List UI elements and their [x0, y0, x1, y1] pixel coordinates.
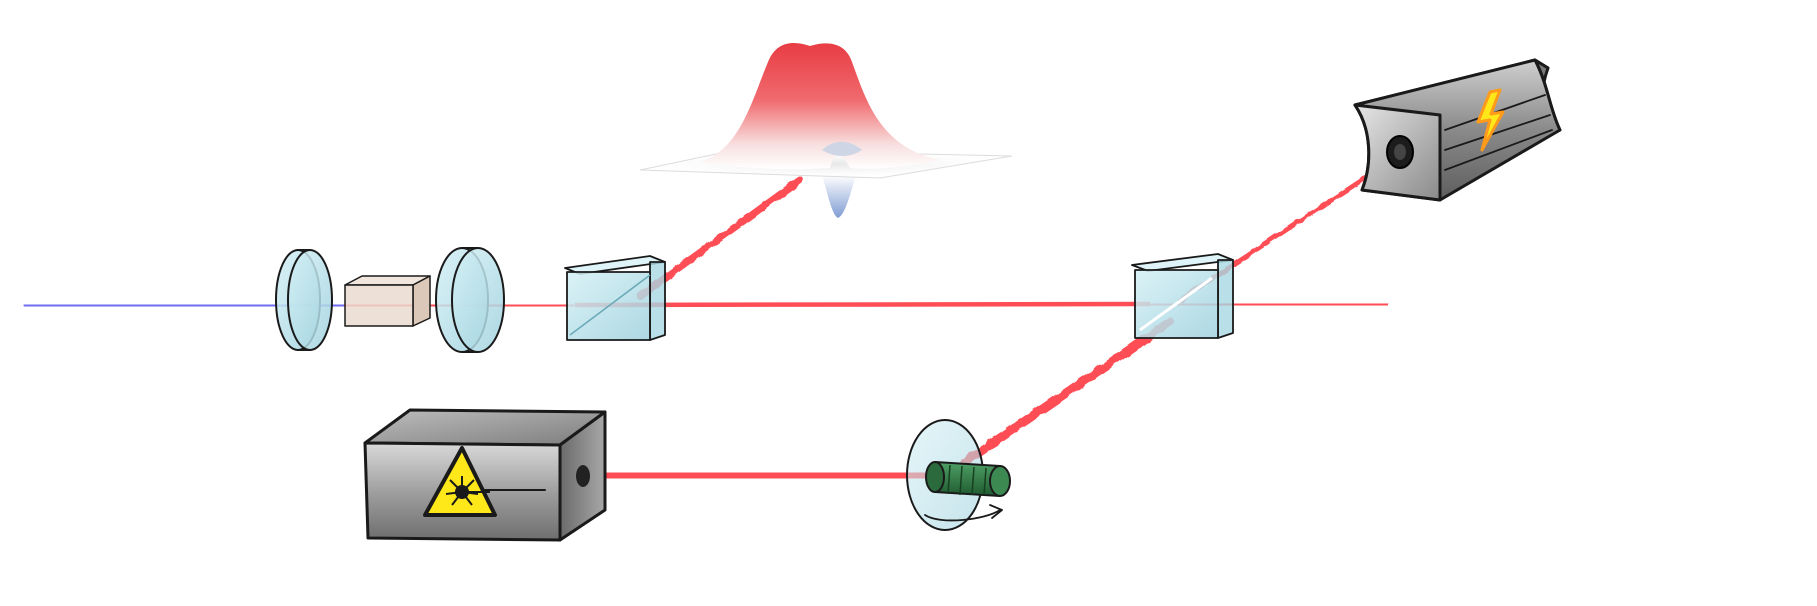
- waveplate-knob: [926, 462, 1010, 496]
- lens-icon-left: [276, 250, 332, 350]
- nonlinear-crystal-icon: [345, 276, 430, 326]
- wigner-function-surface-icon: [640, 43, 1012, 218]
- beamsplitter-cube-icon-right: [1132, 254, 1233, 338]
- red-beam-to-beamsplitter: [965, 322, 1170, 462]
- laser-aperture: [576, 465, 590, 487]
- wigner-negative-dip: [822, 175, 856, 218]
- lens-icon-right: [436, 248, 504, 352]
- wigner-positive-peak: [700, 43, 940, 169]
- photodetector-box: [1355, 60, 1560, 200]
- laser-source-box: [365, 410, 605, 540]
- red-pump-beam: [590, 474, 930, 477]
- beamsplitter-cube-icon-left: [565, 256, 665, 340]
